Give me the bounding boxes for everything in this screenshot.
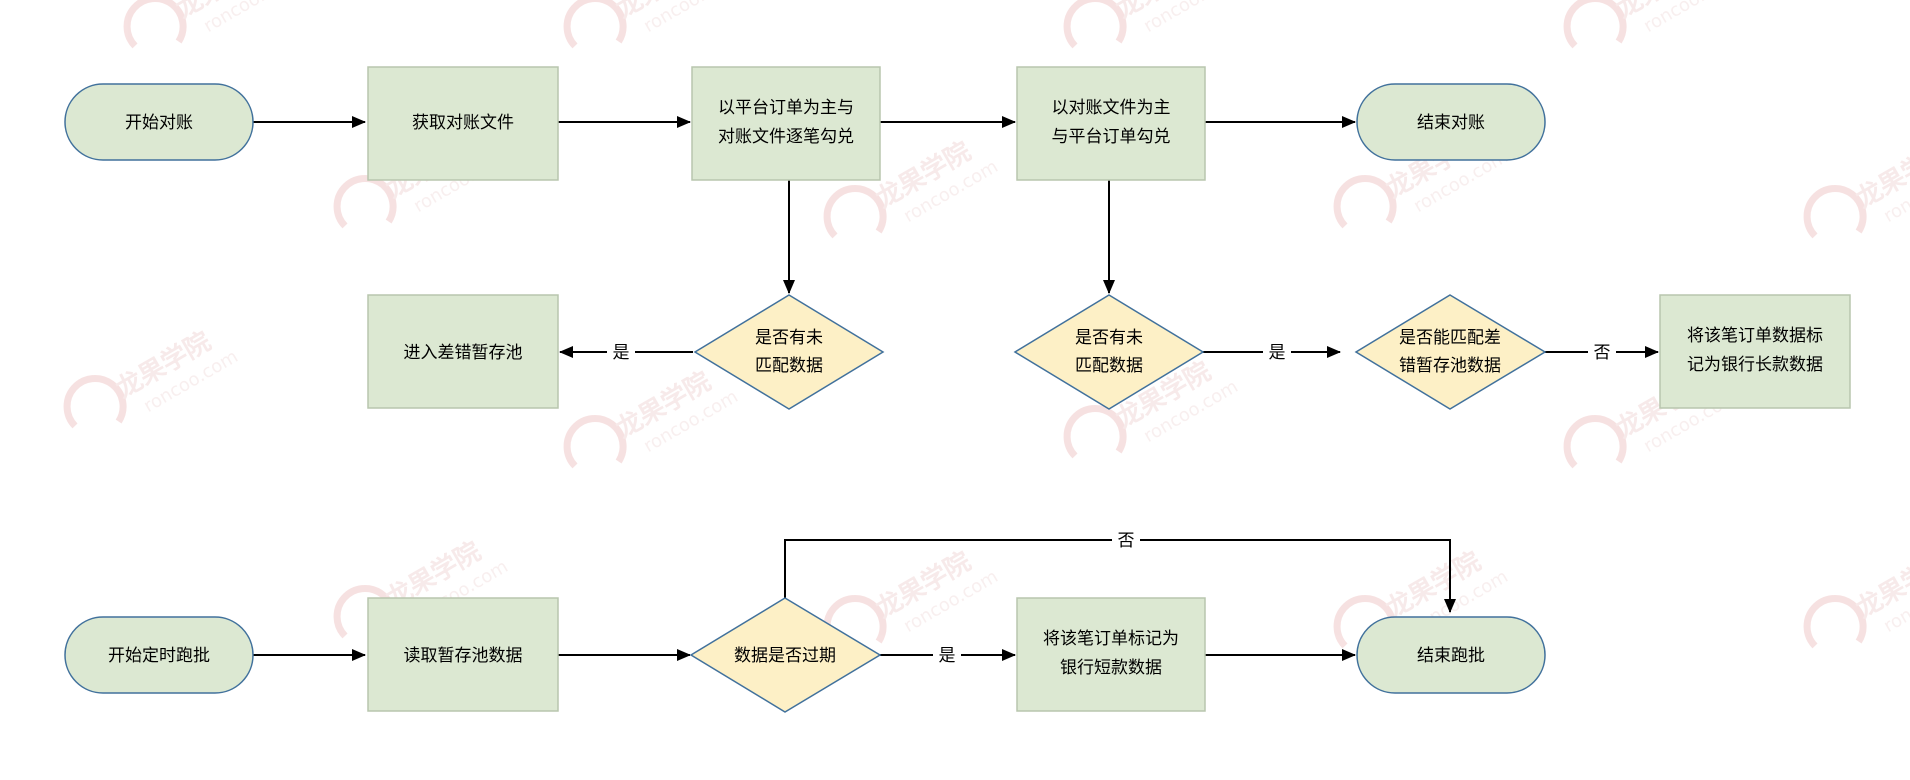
node-match-pool: 是否能匹配差 错暂存池数据 — [1354, 294, 1547, 410]
node-expired: 数据是否过期 — [689, 597, 882, 713]
node-start-batch: 开始定时跑批 — [64, 616, 254, 694]
watermark-logo-icon — [1063, 0, 1127, 49]
edge-labels: 是 是 否 否 是 — [607, 340, 1616, 667]
node-file-vs-platform-label-1: 以对账文件为主 — [1052, 98, 1171, 118]
node-end-reconcile: 结束对账 — [1356, 83, 1546, 161]
watermark-logo-icon — [1563, 0, 1627, 49]
node-start-reconcile-label: 开始对账 — [125, 113, 193, 133]
watermark-logo-icon — [1063, 404, 1127, 459]
node-unmatched-2-label-1: 是否有未 — [1075, 328, 1143, 348]
watermark-logo-icon — [1803, 184, 1867, 239]
node-mark-bank-long: 将该笔订单数据标 记为银行长款数据 — [1659, 294, 1851, 409]
watermark-logo-icon — [1563, 414, 1627, 469]
node-unmatched-1: 是否有未 匹配数据 — [693, 294, 885, 410]
watermark-logo-icon — [1333, 174, 1397, 229]
node-unmatched-2: 是否有未 匹配数据 — [1013, 294, 1205, 410]
node-unmatched-1-label-1: 是否有未 — [755, 328, 823, 348]
node-into-error-pool-label: 进入差错暂存池 — [404, 343, 523, 363]
watermark-logo-icon — [333, 174, 397, 229]
node-into-error-pool: 进入差错暂存池 — [367, 294, 559, 409]
edge-label-no-endbatch: 否 — [1118, 531, 1135, 551]
node-platform-vs-file-label-1: 以平台订单为主与 — [718, 98, 854, 118]
watermark-logo-icon — [563, 0, 627, 49]
node-read-pool: 读取暂存池数据 — [367, 597, 559, 712]
node-unmatched-2-label-2: 匹配数据 — [1075, 356, 1143, 376]
node-mark-bank-short-label-2: 银行短款数据 — [1060, 658, 1162, 678]
edge-label-yes-pool: 是 — [613, 343, 630, 363]
node-fetch-file: 获取对账文件 — [367, 66, 559, 181]
node-end-batch: 结束跑批 — [1356, 616, 1546, 694]
watermark-logo-icon — [1803, 594, 1867, 649]
node-unmatched-1-label-2: 匹配数据 — [755, 356, 823, 376]
node-match-pool-label-2: 错暂存池数据 — [1399, 356, 1501, 376]
node-match-pool-label-1: 是否能匹配差 — [1399, 328, 1501, 348]
node-platform-vs-file-label-2: 对账文件逐笔勾兑 — [718, 127, 854, 147]
node-read-pool-label: 读取暂存池数据 — [404, 646, 523, 666]
node-mark-bank-short: 将该笔订单标记为 银行短款数据 — [1016, 597, 1206, 712]
edge-label-yes-short: 是 — [939, 646, 956, 666]
node-platform-vs-file: 以平台订单为主与 对账文件逐笔勾兑 — [691, 66, 881, 181]
node-fetch-file-label: 获取对账文件 — [412, 113, 514, 133]
node-expired-label: 数据是否过期 — [734, 646, 836, 666]
node-file-vs-platform-label-2: 与平台订单勾兑 — [1052, 127, 1171, 147]
edge-label-no-long: 否 — [1594, 343, 1611, 363]
node-mark-bank-short-label-1: 将该笔订单标记为 — [1043, 629, 1179, 649]
node-mark-bank-long-label-1: 将该笔订单数据标 — [1687, 326, 1823, 346]
watermark-logo-icon — [823, 184, 887, 239]
node-start-batch-label: 开始定时跑批 — [108, 646, 210, 666]
node-end-batch-label: 结束跑批 — [1417, 646, 1485, 666]
node-start-reconcile: 开始对账 — [64, 83, 254, 161]
node-mark-bank-long-label-2: 记为银行长款数据 — [1687, 355, 1823, 375]
node-file-vs-platform: 以对账文件为主 与平台订单勾兑 — [1016, 66, 1206, 181]
edge-label-yes-match: 是 — [1269, 343, 1286, 363]
node-end-reconcile-label: 结束对账 — [1417, 113, 1485, 133]
watermark-logo-icon — [123, 0, 187, 49]
watermark-logo-icon — [63, 374, 127, 429]
watermark-logo-icon — [563, 414, 627, 469]
